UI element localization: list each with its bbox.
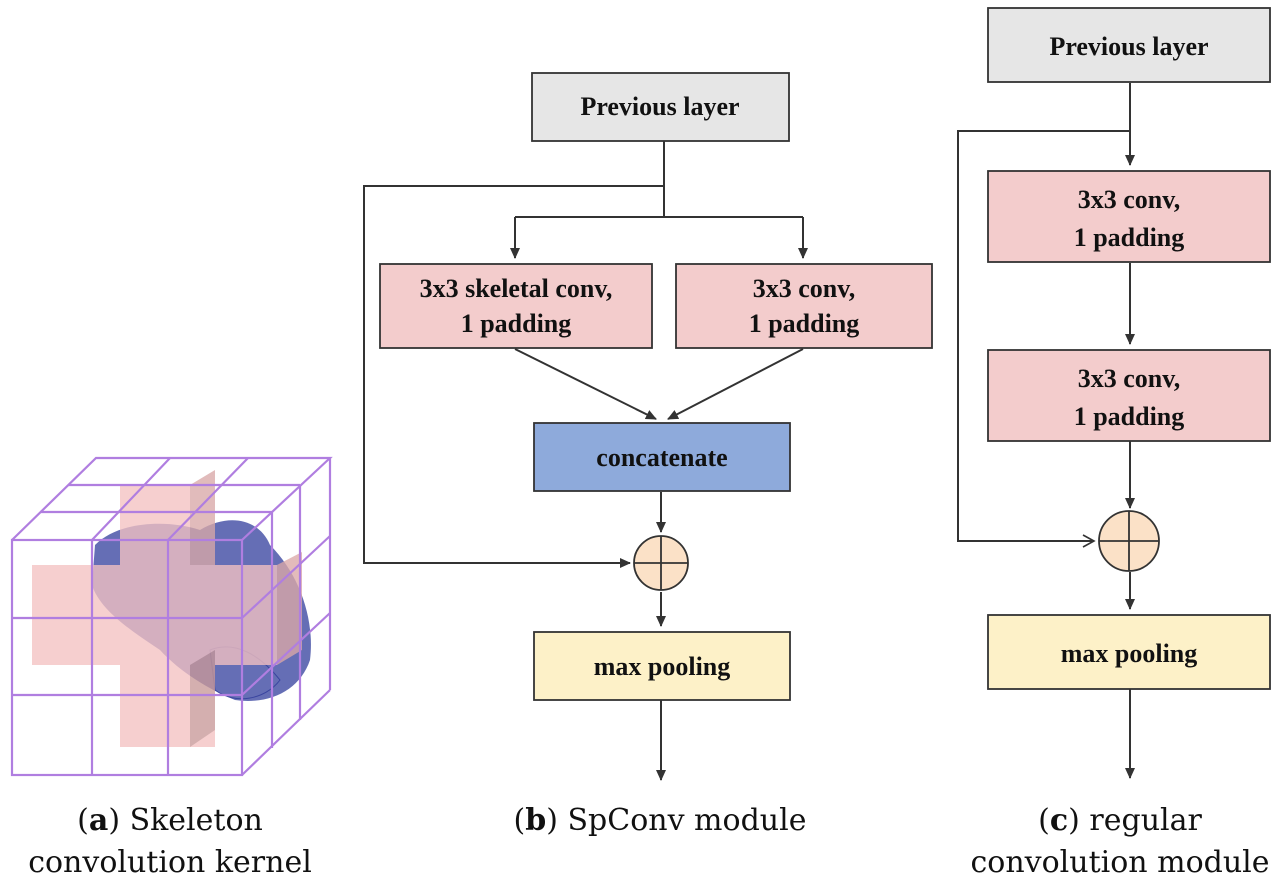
caption-a: (a) Skeleton convolution kernel: [28, 803, 312, 880]
caption-b: (b) SpConv module: [513, 803, 807, 838]
spconv-conv-box: 3x3 conv, 1 padding: [675, 263, 933, 349]
spconv-max-pooling-label: max pooling: [594, 652, 731, 681]
caption-c-letter: c: [1049, 803, 1069, 838]
concatenate-label: concatenate: [596, 443, 727, 472]
caption-c-line2: convolution module: [970, 845, 1270, 880]
spconv-conv-label-line1: 3x3 conv,: [753, 274, 856, 303]
caption-c: (c) regular convolution module: [970, 803, 1270, 880]
regular-conv2-label-line2: 1 padding: [1074, 402, 1185, 431]
kernel-grid-cube: [10, 456, 333, 777]
spconv-max-pooling-box: max pooling: [533, 631, 791, 701]
regular-conv1-label-line2: 1 padding: [1074, 223, 1185, 252]
skeletal-conv-label-line2: 1 padding: [461, 309, 572, 338]
spconv-previous-layer-box: Previous layer: [531, 72, 790, 142]
spconv-sum-node: [633, 535, 689, 591]
regular-max-pooling-label: max pooling: [1061, 639, 1198, 668]
spconv-connectors: [363, 141, 808, 781]
caption-a-line1: Skeleton: [129, 803, 263, 838]
regular-conv-box-2: 3x3 conv, 1 padding: [987, 349, 1271, 442]
skeletal-conv-box: 3x3 skeletal conv, 1 padding: [379, 263, 653, 349]
regular-previous-layer-box: Previous layer: [987, 7, 1271, 83]
regular-sum-node: [1098, 510, 1160, 572]
spconv-conv-label-line2: 1 padding: [749, 309, 860, 338]
regular-conv2-label-line1: 3x3 conv,: [1078, 364, 1181, 393]
caption-b-text: SpConv module: [567, 803, 807, 838]
spconv-module: Previous layer 3x3 skeletal conv, 1 padd…: [363, 72, 933, 781]
concatenate-box: concatenate: [533, 422, 791, 492]
caption-c-line1: regular: [1089, 803, 1202, 838]
regular-connectors: [957, 83, 1135, 779]
skeletal-conv-label-line1: 3x3 skeletal conv,: [420, 274, 613, 303]
regular-previous-layer-label: Previous layer: [1049, 32, 1208, 61]
caption-a-letter: a: [88, 803, 109, 838]
regular-conv-module: Previous layer 3x3 conv, 1 padding 3x3 c…: [957, 7, 1271, 779]
regular-max-pooling-box: max pooling: [987, 614, 1271, 690]
caption-a-line2: convolution kernel: [28, 845, 312, 880]
caption-b-letter: b: [525, 803, 547, 838]
regular-conv-box-1: 3x3 conv, 1 padding: [987, 170, 1271, 263]
skeleton-kernel-illustration: [10, 456, 333, 777]
regular-conv1-label-line1: 3x3 conv,: [1078, 185, 1181, 214]
spconv-previous-layer-label: Previous layer: [580, 92, 739, 121]
